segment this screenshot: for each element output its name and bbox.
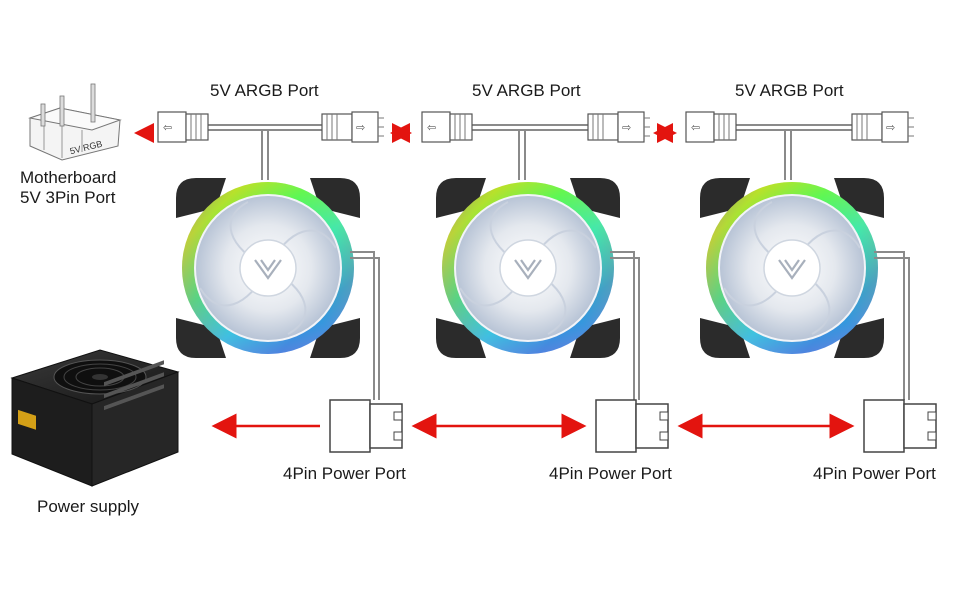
power-connector-1 bbox=[329, 399, 403, 453]
power-cable-2 bbox=[610, 251, 640, 400]
motherboard-label-line1: Motherboard bbox=[20, 168, 117, 187]
argb-male-connector-3: ⇨ bbox=[851, 111, 914, 143]
motherboard-label: Motherboard 5V 3Pin Port bbox=[20, 168, 116, 208]
argb-cable-1 bbox=[208, 124, 322, 180]
rgb-fan-2 bbox=[436, 178, 620, 358]
svg-text:⇨: ⇨ bbox=[886, 122, 895, 134]
svg-text:⇨: ⇨ bbox=[356, 122, 365, 134]
svg-text:⇦: ⇦ bbox=[163, 122, 172, 134]
motherboard-header-icon: 5V RGB bbox=[28, 83, 122, 161]
rgb-fan-1 bbox=[176, 178, 360, 358]
svg-text:⇦: ⇦ bbox=[427, 122, 436, 134]
power-port-label-3: 4Pin Power Port bbox=[813, 464, 936, 483]
power-cable-1 bbox=[350, 251, 380, 400]
power-supply-label: Power supply bbox=[37, 497, 140, 516]
power-connector-3 bbox=[863, 399, 937, 453]
argb-cable-3 bbox=[736, 124, 852, 180]
power-port-label-2: 4Pin Power Port bbox=[549, 464, 672, 483]
argb-male-connector-2: ⇨ bbox=[587, 111, 650, 143]
argb-port-label-3: 5V ARGB Port bbox=[735, 81, 844, 100]
svg-text:⇨: ⇨ bbox=[622, 122, 631, 134]
argb-cable-2 bbox=[472, 124, 588, 180]
argb-port-label-1: 5V ARGB Port bbox=[210, 81, 319, 100]
svg-text:⇦: ⇦ bbox=[691, 122, 700, 134]
argb-female-connector-1: ⇦ bbox=[157, 111, 209, 143]
argb-female-connector-3: ⇦ bbox=[685, 111, 737, 143]
rgb-fan-3 bbox=[700, 178, 884, 358]
power-port-label-1: 4Pin Power Port bbox=[283, 464, 406, 483]
motherboard-label-line2: 5V 3Pin Port bbox=[20, 188, 116, 207]
argb-port-label-2: 5V ARGB Port bbox=[472, 81, 581, 100]
power-cable-3 bbox=[874, 251, 910, 400]
argb-male-connector-1: ⇨ bbox=[321, 111, 384, 143]
power-supply-unit-icon bbox=[10, 349, 180, 487]
power-connector-2 bbox=[595, 399, 669, 453]
argb-female-connector-2: ⇦ bbox=[421, 111, 473, 143]
